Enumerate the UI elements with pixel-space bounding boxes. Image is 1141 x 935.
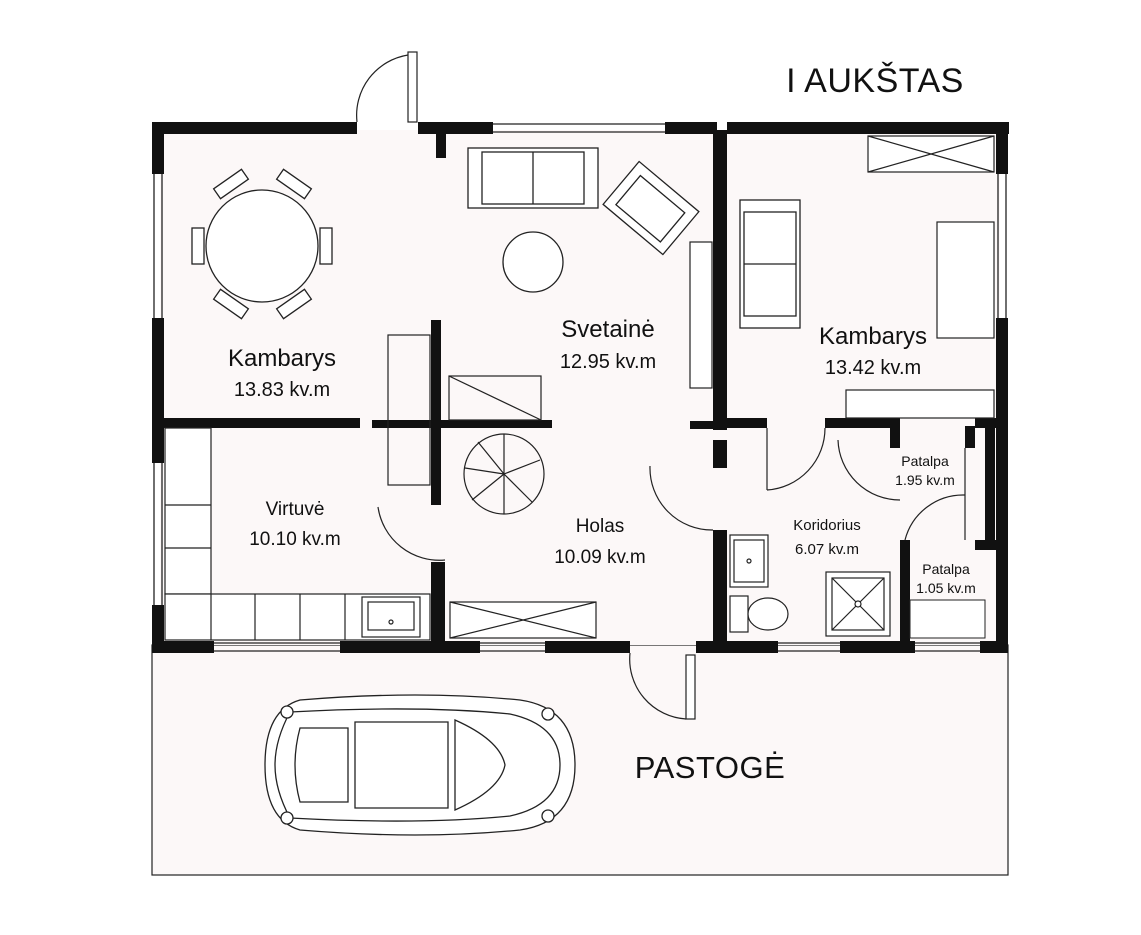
wardrobe bbox=[867, 135, 995, 173]
car-icon bbox=[264, 694, 576, 836]
storage-shelf bbox=[909, 599, 986, 639]
room-name-patalpa-2: Patalpa bbox=[922, 561, 970, 577]
room-name-virtuve: Virtuvė bbox=[265, 499, 325, 520]
room-area-patalpa-1: 1.95 kv.m bbox=[895, 472, 955, 488]
room-area-kambarys-left: 13.83 kv.m bbox=[233, 379, 331, 401]
tv-stand-icon bbox=[689, 241, 713, 389]
floor-title: I AUKŠTAS bbox=[786, 62, 964, 100]
sink-icon bbox=[729, 534, 769, 588]
exterior-walls bbox=[152, 122, 1009, 653]
room-area-kambarys-right: 13.42 kv.m bbox=[824, 357, 922, 379]
room-area-svetaine: 12.95 kv.m bbox=[559, 351, 657, 373]
room-name-kambarys-right: Kambarys bbox=[818, 323, 928, 350]
sink-icon bbox=[361, 596, 421, 638]
toilet-icon bbox=[729, 595, 789, 633]
sofa-icon bbox=[467, 147, 599, 209]
room-name-koridorius: Koridorius bbox=[793, 517, 861, 534]
window-icon bbox=[153, 123, 1007, 652]
shelter-label: PASTOGĖ bbox=[634, 750, 786, 785]
room-area-koridorius: 6.07 kv.m bbox=[795, 541, 859, 558]
interior-walls bbox=[164, 130, 997, 647]
room-name-patalpa-1: Patalpa bbox=[901, 453, 949, 469]
room-area-patalpa-2: 1.05 kv.m bbox=[916, 580, 976, 596]
room-name-holas: Holas bbox=[575, 516, 625, 537]
room-name-kambarys-left: Kambarys bbox=[227, 345, 337, 372]
spiral-stair-icon bbox=[387, 334, 545, 515]
room-area-virtuve: 10.10 kv.m bbox=[249, 529, 341, 550]
room-area-holas: 10.09 kv.m bbox=[554, 547, 646, 568]
room-name-svetaine: Svetainė bbox=[561, 316, 655, 343]
armchair-icon bbox=[602, 160, 700, 256]
sofa-icon bbox=[739, 199, 801, 329]
shower-icon bbox=[825, 571, 891, 637]
round-table-icon bbox=[502, 231, 564, 293]
bed-icon bbox=[845, 221, 995, 419]
closet bbox=[449, 601, 597, 639]
dining-table-icon bbox=[191, 168, 333, 320]
door-swing-icon bbox=[356, 51, 966, 720]
